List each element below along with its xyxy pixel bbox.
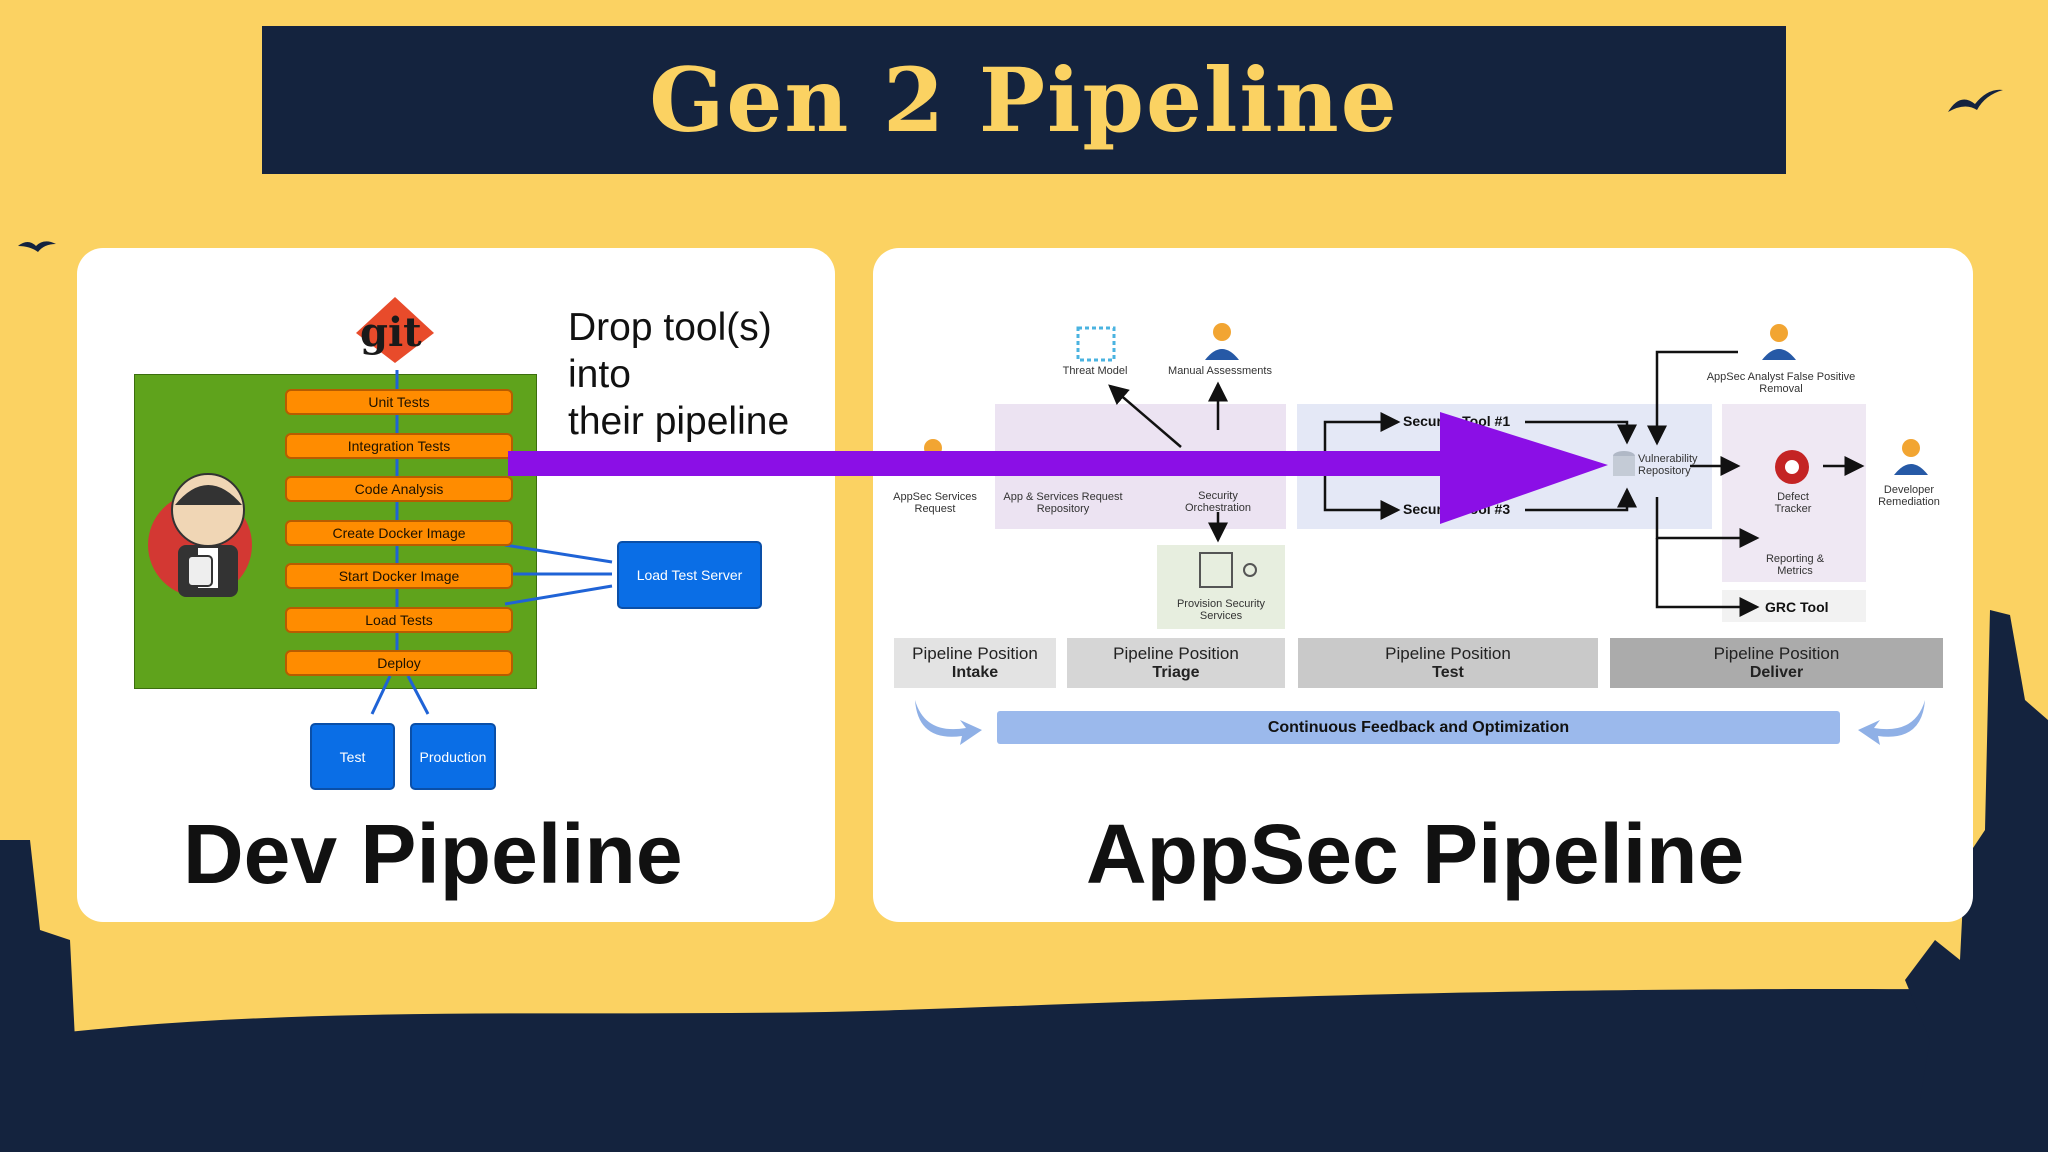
stage-integration-tests: Integration Tests [285, 433, 513, 459]
defect-tracker-label: Defect Tracker [1774, 491, 1812, 515]
security-orchestration-label: Security Orchestration [1184, 490, 1252, 514]
provision-label: Provision Security Services [1176, 598, 1266, 622]
stage-deploy: Deploy [285, 650, 513, 676]
position-label: Pipeline Position [1713, 644, 1840, 663]
dev-pipeline-caption: Dev Pipeline [183, 807, 683, 901]
stage-create-docker-image: Create Docker Image [285, 520, 513, 546]
analyst-label: AppSec Analyst False Positive Removal [1706, 371, 1856, 395]
position-triage: Pipeline Position Triage [1067, 638, 1285, 688]
position-stage: Intake [951, 664, 999, 681]
reporting-metrics-label: Reporting & Metrics [1765, 553, 1825, 577]
cactus-icon [0, 840, 110, 1100]
drop-text-line: their pipeline [568, 400, 790, 443]
gear-icon [1775, 450, 1809, 484]
ground-hills [0, 989, 2048, 1152]
page-title: Gen 2 Pipeline [649, 48, 1399, 152]
person-icon [1205, 323, 1239, 360]
feedback-bar: Continuous Feedback and Optimization [997, 711, 1840, 744]
bird-icon [1948, 89, 2003, 112]
feedback-arrow-right [1858, 700, 1925, 745]
git-logo-icon: git [354, 295, 436, 365]
position-intake: Pipeline Position Intake [894, 638, 1056, 688]
stage-load-tests: Load Tests [285, 607, 513, 633]
target-production-box: Production [410, 723, 496, 790]
position-test: Pipeline Position Test [1298, 638, 1598, 688]
git-label: git [360, 309, 422, 356]
appsec-request-label: AppSec Services Request [893, 491, 977, 515]
threat-model-label: Threat Model [1062, 365, 1128, 377]
stage-code-analysis: Code Analysis [285, 476, 513, 502]
appsec-pipeline-caption: AppSec Pipeline [1086, 807, 1745, 901]
load-test-server-box: Load Test Server [617, 541, 762, 609]
grc-tool-label: GRC Tool [1765, 599, 1829, 615]
position-label: Pipeline Position [1113, 644, 1239, 663]
stage-start-docker-image: Start Docker Image [285, 563, 513, 589]
position-label: Pipeline Position [912, 644, 1038, 663]
person-icon [1762, 324, 1796, 360]
appsec-pipeline-card [873, 248, 1973, 922]
person-icon [1894, 439, 1928, 475]
app-repo-label: App & Services Request Repository [1003, 491, 1123, 515]
position-deliver: Pipeline Position Deliver [1610, 638, 1943, 688]
deliver-zone [1722, 404, 1866, 582]
cactus-icon [1905, 610, 2048, 1100]
bird-icon [18, 241, 56, 252]
threat-model-icon [1076, 326, 1116, 362]
position-label: Pipeline Position [1385, 644, 1511, 663]
drop-text-line: Drop tool(s) [568, 306, 772, 349]
feedback-arrow-left [915, 700, 982, 745]
drop-text-line: into [568, 353, 631, 396]
provision-icon [1199, 552, 1257, 588]
drop-tools-note: Drop tool(s) into their pipeline [568, 304, 828, 445]
target-test-box: Test [310, 723, 395, 790]
title-bar: Gen 2 Pipeline [262, 26, 1786, 174]
developer-remediation-label: Developer Remediation [1878, 484, 1940, 508]
manual-assessments-label: Manual Assessments [1168, 365, 1272, 377]
vulnerability-repository-label: Vulnerability Repository [1638, 453, 1698, 477]
position-stage: Triage [1152, 664, 1200, 681]
position-stage: Test [1432, 664, 1464, 681]
stage-unit-tests: Unit Tests [285, 389, 513, 415]
position-stage: Deliver [1749, 664, 1804, 681]
database-icon [1613, 451, 1635, 476]
